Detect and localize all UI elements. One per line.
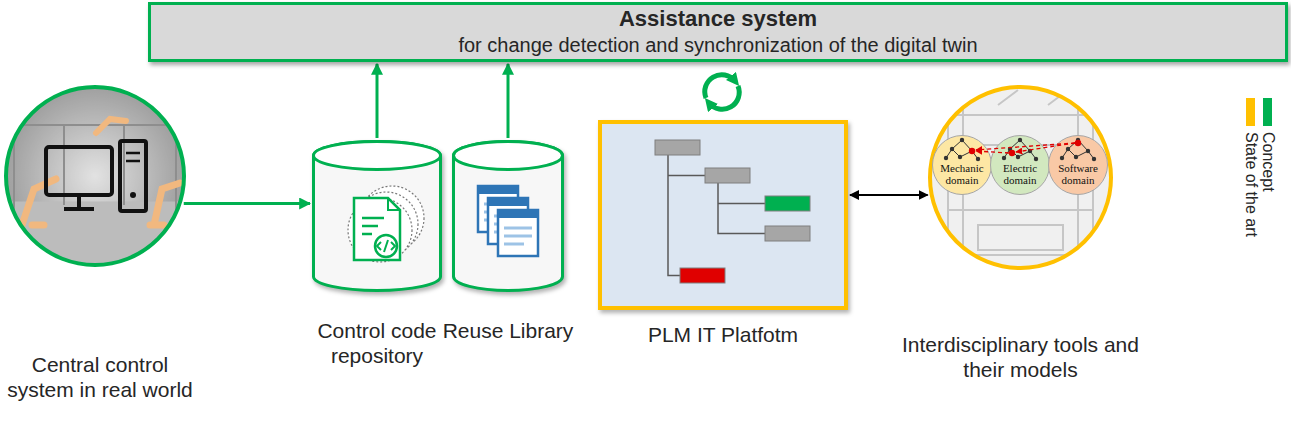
machine-sketch: [928, 85, 1113, 270]
cylinder-top: [454, 142, 563, 170]
database-cylinder: Reuse Library: [452, 140, 564, 292]
model-graph: [1060, 138, 1096, 161]
photo-circle: Central control system in real world: [4, 85, 186, 267]
tools-circle: Interdisciplinary tools and their models…: [928, 85, 1113, 270]
domain-circle: Electric domain: [990, 135, 1050, 195]
code-icon: [348, 186, 424, 262]
computer-icon: [46, 141, 146, 211]
band-fill: [150, 4, 1287, 61]
platform-fill: [600, 122, 846, 308]
product-tree: [655, 140, 810, 283]
model-graph: [944, 138, 980, 161]
flow-arrow: [184, 202, 310, 205]
domain-fill: [933, 136, 992, 195]
cylinder-body: [314, 142, 441, 291]
domain-circle: Software domain: [1048, 135, 1108, 195]
domain-label: Mechanic domain: [932, 162, 992, 186]
trace-link: [976, 143, 1075, 150]
domain-label: Software domain: [1048, 162, 1108, 186]
cylinder-top: [314, 142, 441, 170]
domain-circle: Mechanic domain: [932, 135, 992, 195]
node-label: Central control system in real world: [0, 352, 200, 402]
box-subtitle: for change detection and synchronization…: [458, 32, 977, 58]
system-box: Assistance systemfor change detection an…: [148, 2, 1288, 62]
node-label: Control code repository: [292, 318, 462, 368]
platform-box: PLM IT Platfotm: [598, 120, 848, 310]
domain-label: Electric domain: [990, 162, 1050, 186]
cylinder-body: [454, 142, 563, 291]
legend-swatch: [1263, 98, 1272, 126]
workshop-photo: [4, 85, 186, 267]
library-icon: [478, 186, 538, 256]
legend-swatch: [1246, 98, 1255, 126]
trace-link: [976, 151, 1009, 153]
database-cylinder-shape: [452, 140, 564, 292]
circle-border: [6, 87, 184, 265]
flow-arrow: [850, 194, 928, 196]
trace-link: [1016, 143, 1075, 152]
node-label: Reuse Library: [438, 318, 578, 343]
database-cylinder-shape: [312, 140, 442, 292]
platform-box-shape: [598, 120, 848, 310]
node-label: PLM IT Platfotm: [593, 322, 853, 347]
sync-symbol: [705, 75, 739, 110]
circle-border: [930, 87, 1111, 268]
node-label: Interdisciplinary tools and their models: [896, 332, 1146, 382]
sync-arc: [709, 86, 739, 109]
box-title: Assistance system: [619, 6, 817, 32]
sync-arc: [705, 75, 735, 98]
flow-arrow: [376, 64, 379, 138]
database-cylinder: Control code repository: [312, 140, 442, 292]
legend-text: Concept: [1260, 132, 1276, 192]
domain-fill: [991, 136, 1050, 195]
flow-arrow: [507, 64, 510, 138]
legend-text: State of the art: [1243, 132, 1259, 237]
photo-circle-shape: [4, 85, 186, 267]
